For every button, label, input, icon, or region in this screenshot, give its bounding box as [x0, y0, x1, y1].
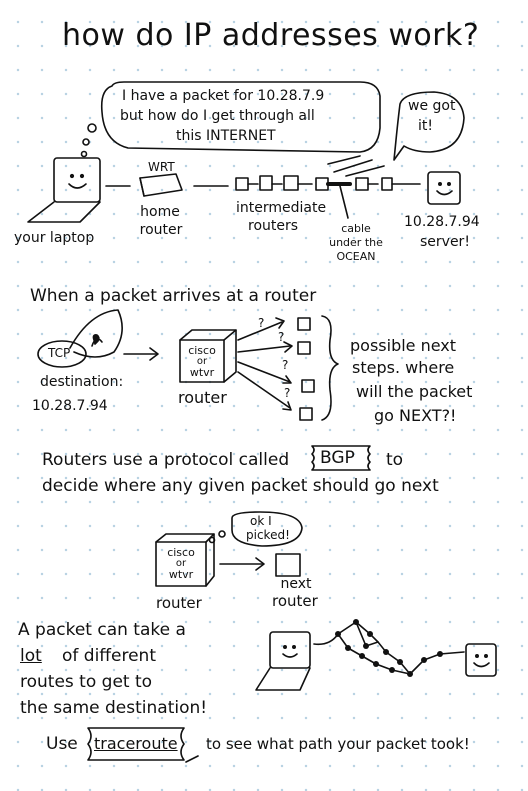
section2-heading: When a packet arrives at a router — [30, 286, 317, 306]
router-label-2: router — [178, 388, 227, 407]
route-path — [313, 621, 465, 675]
router-label: router — [139, 222, 183, 238]
routes-lot: lot — [20, 646, 42, 666]
destination-label: destination: — [40, 374, 124, 390]
wtvr-label-2: wtvr — [168, 568, 194, 581]
thought-bubble — [100, 81, 381, 153]
or-label: or — [196, 356, 208, 367]
it-label: it! — [418, 118, 433, 134]
bgp-box — [311, 445, 371, 471]
home-label: home — [140, 204, 180, 220]
next-label: next — [280, 576, 312, 592]
we-got-it-bubble — [393, 91, 465, 161]
wtvr-label: wtvr — [189, 366, 215, 379]
tcp-label: TCP — [48, 346, 71, 360]
routes-line-3: routes to get to — [20, 672, 153, 692]
intermediate-routers-icon — [235, 175, 421, 191]
bgp-line-2: decide where any given packet should go … — [42, 476, 439, 496]
router-box-icon — [179, 329, 237, 383]
next-router-label: router — [272, 592, 318, 610]
traceroute-box — [87, 727, 185, 761]
routes-line-2: of different — [62, 646, 156, 666]
server-icon-2 — [465, 643, 497, 677]
possible-next-3: will the packet — [356, 382, 473, 401]
your-laptop-label: your laptop — [14, 230, 95, 246]
home-router-icon — [139, 173, 183, 197]
next-router-box — [275, 553, 301, 577]
question-mark-3: ? — [282, 358, 289, 372]
server-label: server! — [420, 234, 470, 250]
routes-line-1: A packet can take a — [18, 620, 186, 640]
routers-label: routers — [248, 218, 299, 234]
bubble-dot-2 — [82, 138, 90, 146]
curly-brace — [321, 315, 339, 421]
bubble-line-1: I have a packet for 10.28.7.9 — [122, 88, 325, 104]
wrt-label: WRT — [148, 160, 175, 174]
server-icon — [427, 171, 461, 205]
ok-label: ok I — [250, 514, 272, 528]
ocean-label: OCEAN — [336, 250, 376, 263]
page-title: how do IP addresses work? — [62, 18, 480, 53]
bubble-dot-1 — [87, 123, 97, 133]
ok-bubble — [231, 511, 303, 547]
cisco-label-2: cisco — [167, 546, 195, 559]
intermediate-label: intermediate — [236, 200, 327, 216]
next-step-arrows — [237, 317, 293, 411]
bubble-line-3: this INTERNET — [176, 128, 276, 144]
bgp-line-prefix: Routers use a protocol called — [42, 450, 290, 470]
question-mark-4: ? — [284, 386, 291, 400]
bubble-line-2: but how do I get through all — [120, 108, 315, 124]
use-label: Use — [46, 734, 78, 754]
server-ip-label: 10.28.7.94 — [404, 214, 480, 230]
routes-line-4: the same destination! — [20, 698, 208, 718]
possible-next-4: go NEXT?! — [374, 406, 457, 425]
traceroute-label: traceroute — [94, 734, 178, 753]
destination-ip: 10.28.7.94 — [32, 398, 108, 414]
question-mark-2: ? — [278, 330, 285, 344]
question-mark-1: ? — [258, 316, 265, 330]
or-label-2: or — [175, 558, 187, 569]
cisco-label: cisco — [188, 344, 216, 357]
we-got-label: we got — [408, 98, 456, 114]
under-the-label: under the — [329, 236, 383, 249]
heart-icon — [92, 334, 100, 345]
possible-next-1: possible next — [350, 336, 457, 355]
laptop-icon — [27, 157, 101, 223]
bubble-dot-3 — [80, 150, 88, 158]
picked-label: picked! — [246, 528, 290, 542]
router-box-icon-2 — [155, 533, 215, 587]
bgp-label: BGP — [320, 448, 355, 468]
traceroute-suffix: to see what path your packet took! — [206, 735, 470, 753]
next-router-boxes — [297, 317, 315, 421]
possible-next-2: steps. where — [352, 358, 455, 377]
router-label-3: router — [156, 594, 202, 612]
route-hops — [335, 619, 443, 677]
bgp-line-suffix: to — [386, 450, 404, 470]
laptop-icon-2 — [255, 631, 311, 691]
cable-label: cable — [341, 222, 371, 235]
